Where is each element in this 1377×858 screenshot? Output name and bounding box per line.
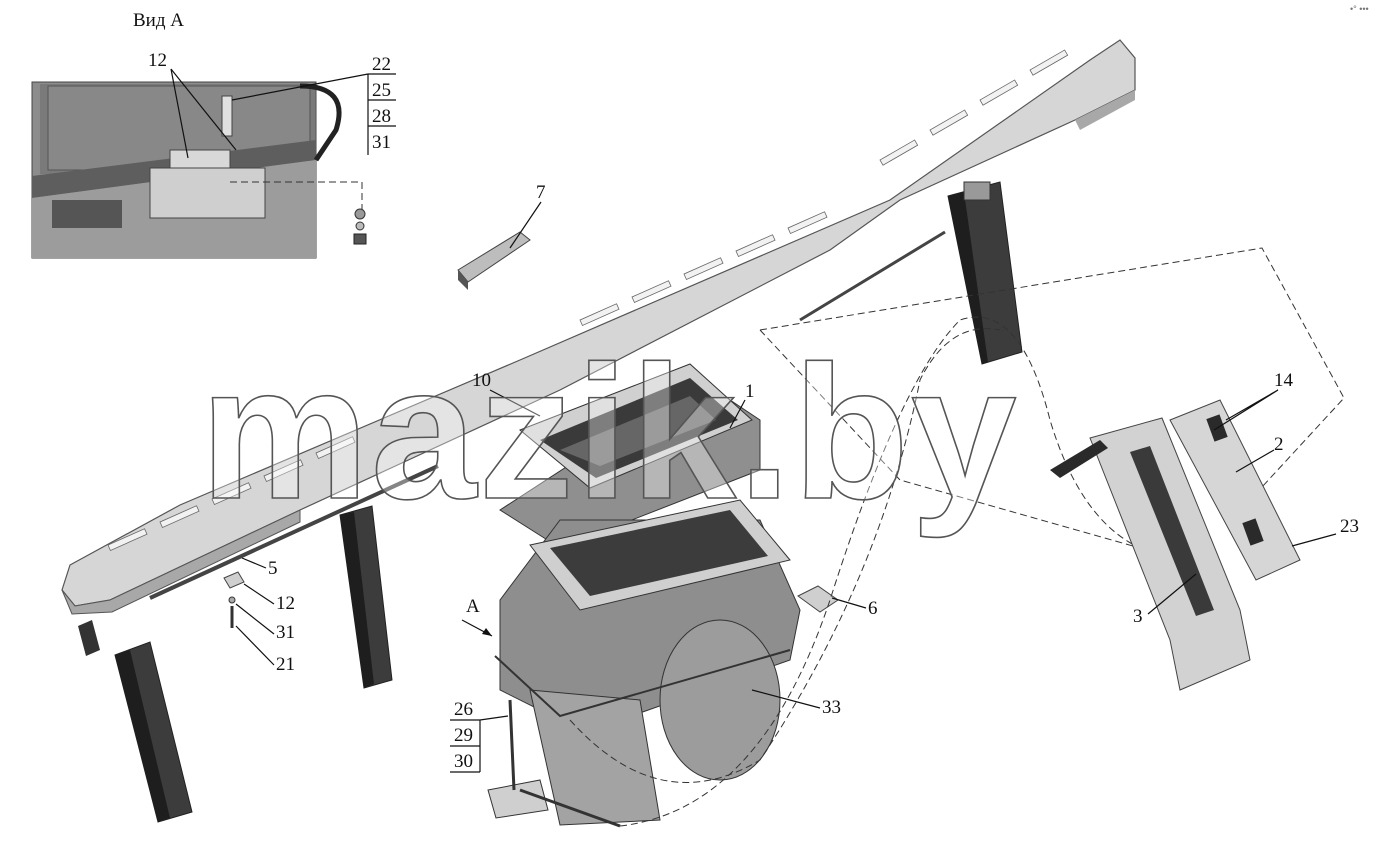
- part-7-handle: 7: [457, 182, 546, 290]
- dashboard-panel: [61, 39, 1136, 615]
- callout-31: 31: [276, 622, 295, 643]
- lever-assembly: 26 29 30: [450, 699, 621, 828]
- part-2-plate: 14 2 23: [1169, 370, 1359, 581]
- watermark: mazik.by: [200, 327, 1019, 539]
- callout-12-inset: 12: [148, 50, 167, 71]
- fasteners-group-left: 12 31 21: [223, 571, 295, 675]
- dashed-guides: [569, 247, 1345, 827]
- callout-25: 25: [372, 80, 391, 101]
- part-6-plate: 6: [797, 585, 878, 619]
- part-33-blower-housing: 33: [494, 499, 841, 826]
- callout-23: 23: [1340, 516, 1359, 537]
- callout-29: 29: [454, 725, 473, 746]
- inset-title: Вид А: [133, 10, 184, 31]
- callout-7: 7: [536, 182, 546, 203]
- view-marker-label: А: [466, 596, 480, 617]
- support-legs: [78, 181, 1023, 823]
- callout-10: 10: [472, 370, 491, 391]
- part-5-rod: 5: [149, 230, 946, 600]
- part-3-bracket: 3: [1050, 417, 1251, 691]
- callout-6: 6: [868, 598, 878, 619]
- callout-1: 1: [745, 381, 755, 402]
- callout-14: 14: [1274, 370, 1294, 391]
- callout-3: 3: [1133, 606, 1143, 627]
- callout-26: 26: [454, 699, 473, 720]
- corner-mark: •° •••: [1350, 4, 1369, 14]
- callout-30: 30: [454, 751, 473, 772]
- callout-22: 22: [372, 54, 391, 75]
- callout-33: 33: [822, 697, 841, 718]
- part-1-duct-upper: 1 10: [472, 363, 761, 549]
- callout-12: 12: [276, 593, 295, 614]
- callout-28: 28: [372, 106, 391, 127]
- inset-view-a: Вид А 12 22 25 28 31: [31, 10, 396, 259]
- callout-5: 5: [268, 558, 278, 579]
- callout-21: 21: [276, 654, 295, 675]
- callout-31-inset: 31: [372, 132, 391, 153]
- callout-2: 2: [1274, 434, 1284, 455]
- view-marker-a: А: [461, 596, 493, 637]
